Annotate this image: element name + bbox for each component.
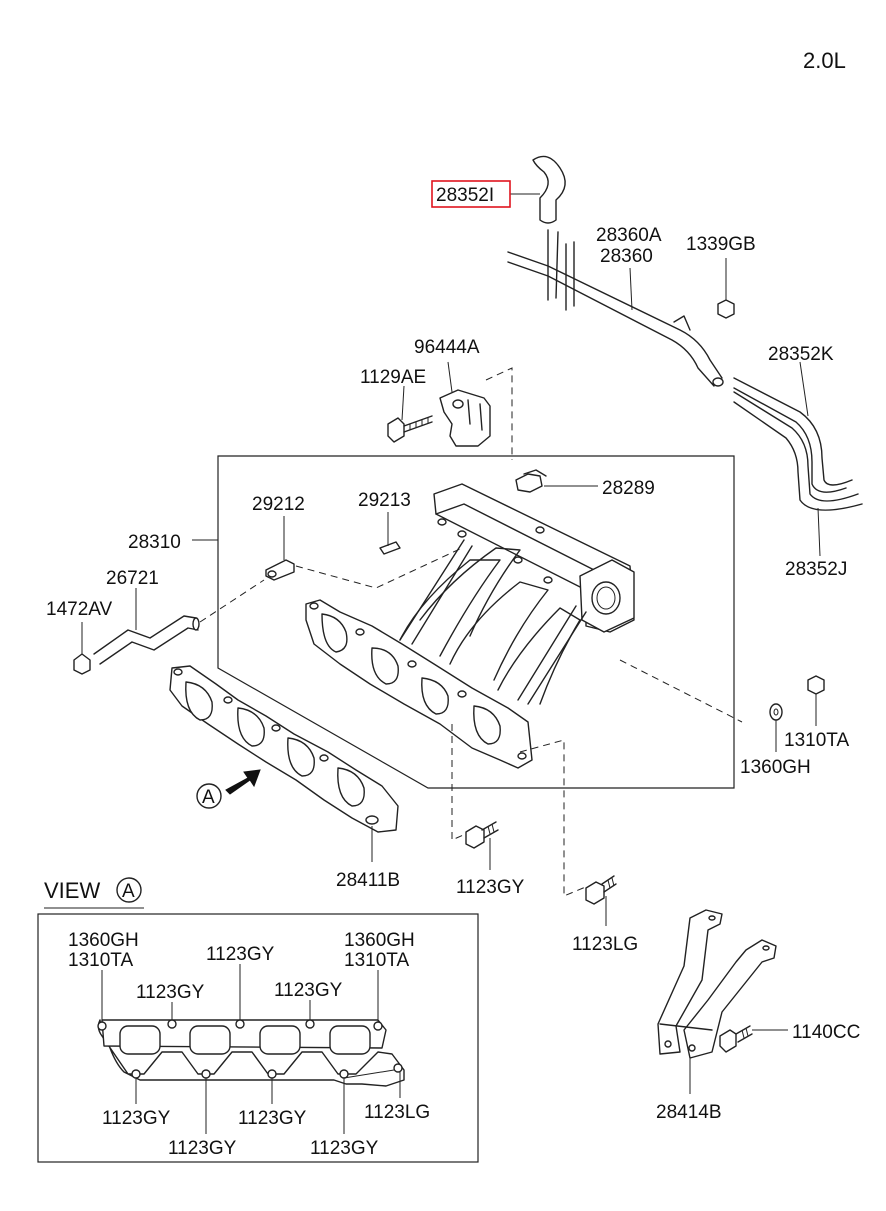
engine-label: 2.0L <box>803 48 846 73</box>
label-28411B[interactable]: 28411B <box>336 870 400 891</box>
bracket-96444A[interactable] <box>439 389 491 447</box>
view-label-tr-1360GH: 1360GH <box>344 930 415 951</box>
view-label-bot-1123GY-1: 1123GY <box>102 1108 171 1129</box>
view-label-bot-1123GY-2: 1123GY <box>168 1138 237 1159</box>
washer-1360GH[interactable] <box>769 703 783 721</box>
label-28352I[interactable]: 28352I <box>436 185 494 206</box>
bolt-1129AE[interactable] <box>387 415 433 443</box>
stud-29212[interactable] <box>265 559 295 581</box>
nut-1310TA[interactable] <box>807 675 825 695</box>
view-label-tl-1360GH: 1360GH <box>68 930 139 951</box>
view-marker: A <box>122 881 135 902</box>
group-box-28310 <box>217 455 735 789</box>
view-title: VIEW <box>44 878 100 903</box>
label-29212[interactable]: 29212 <box>252 494 305 515</box>
stud-29213[interactable] <box>379 541 401 555</box>
intake-manifold[interactable] <box>305 483 635 769</box>
view-label-top-1123GY-right: 1123GY <box>274 980 343 1001</box>
gasket-28411B[interactable] <box>169 665 399 833</box>
bolt-1123GY[interactable] <box>465 821 499 849</box>
pipe-26721[interactable] <box>93 615 200 665</box>
pipe-28360[interactable] <box>507 229 724 387</box>
hose-28352I[interactable] <box>510 155 566 224</box>
bolt-1140CC[interactable] <box>719 1025 753 1053</box>
view-label-bot-1123GY-3: 1123GY <box>238 1108 307 1129</box>
stud-28289[interactable] <box>515 469 547 493</box>
bracket-28414B[interactable] <box>657 909 777 1059</box>
label-1472AV[interactable]: 1472AV <box>46 599 113 620</box>
view-label-tr-1310TA: 1310TA <box>344 950 409 971</box>
clamp-1472AV[interactable] <box>73 653 91 675</box>
label-26721[interactable]: 26721 <box>106 568 159 589</box>
view-a-gasket <box>97 1019 405 1087</box>
hose-28352J[interactable] <box>733 391 863 511</box>
view-label-tl-1310TA: 1310TA <box>68 950 133 971</box>
label-1129AE[interactable]: 1129AE <box>360 367 426 388</box>
view-marker-circle <box>116 877 142 903</box>
label-1360GH[interactable]: 1360GH <box>740 757 811 778</box>
nut-1339GB[interactable] <box>717 258 735 319</box>
label-1310TA[interactable]: 1310TA <box>784 730 849 751</box>
view-label-bot-1123LG: 1123LG <box>364 1102 430 1123</box>
bolt-1123LG[interactable] <box>585 875 617 905</box>
label-28414B[interactable]: 28414B <box>656 1102 722 1123</box>
label-29213[interactable]: 29213 <box>358 490 411 511</box>
view-label-top-1123GY-mid: 1123GY <box>206 944 275 965</box>
view-label-bot-1123GY-4: 1123GY <box>310 1138 379 1159</box>
label-1123GY[interactable]: 1123GY <box>456 877 525 898</box>
label-28310[interactable]: 28310 <box>128 532 181 553</box>
view-a-box <box>37 913 479 1163</box>
label-28352K[interactable]: 28352K <box>768 344 834 365</box>
view-arrow-A[interactable]: A <box>196 769 261 809</box>
label-28360A[interactable]: 28360A <box>596 225 662 246</box>
label-28360[interactable]: 28360 <box>600 246 653 267</box>
label-96444A[interactable]: 96444A <box>414 337 480 358</box>
highlight-box <box>431 180 511 208</box>
hose-28352K[interactable] <box>733 377 853 493</box>
label-1123LG[interactable]: 1123LG <box>572 934 638 955</box>
view-label-top-1123GY-left: 1123GY <box>136 982 205 1003</box>
callout-marker-A: A <box>202 787 215 808</box>
label-28352J[interactable]: 28352J <box>785 559 847 580</box>
label-1339GB[interactable]: 1339GB <box>686 234 756 255</box>
label-28289[interactable]: 28289 <box>602 478 655 499</box>
label-1140CC[interactable]: 1140CC <box>792 1022 860 1043</box>
